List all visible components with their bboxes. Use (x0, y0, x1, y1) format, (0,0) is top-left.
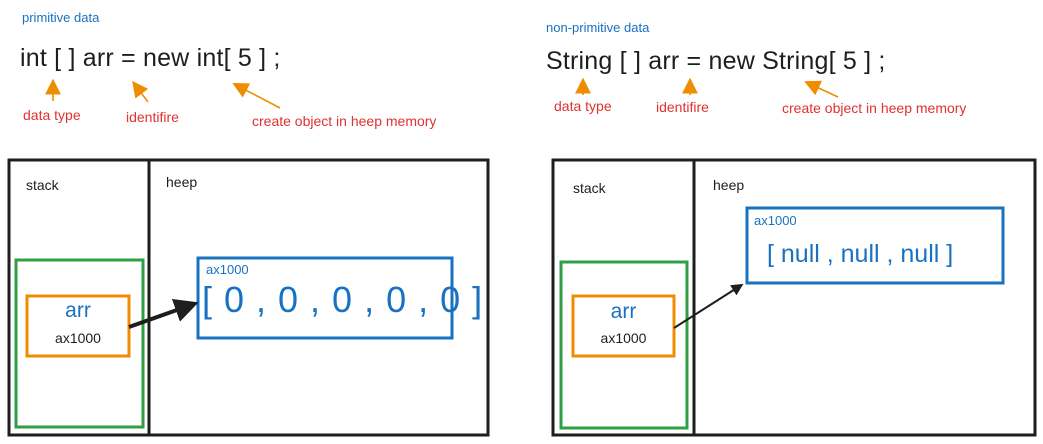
right-code-line: String [ ] arr = new String[ 5 ] ; (546, 47, 886, 75)
right-array-box (745, 206, 1005, 285)
left-reference-arrow (128, 299, 199, 329)
right-data-type-label: data type (554, 98, 612, 114)
left-array-box (196, 256, 454, 340)
left-identifier-label: identifire (126, 109, 179, 125)
left-heading: primitive data (22, 10, 100, 25)
left-variable-address: ax1000 (55, 330, 101, 346)
left-stack-frame (14, 258, 145, 429)
left-code-line: int [ ] arr = new int[ 5 ] ; (20, 44, 281, 72)
left-create-label: create object in heep memory (252, 113, 437, 129)
right-memory-frame (551, 158, 1037, 437)
left-array-address: ax1000 (206, 262, 249, 277)
left-memory-frame (7, 158, 490, 437)
left-identifier-arrow (132, 80, 149, 103)
left-variable-name: arr (65, 299, 91, 322)
right-stack-label: stack (573, 180, 606, 196)
right-array-address: ax1000 (754, 213, 797, 228)
left-stack-label: stack (26, 177, 59, 193)
right-identifier-label: identifire (656, 99, 709, 115)
right-variable-box (571, 294, 676, 358)
right-variable-name: arr (610, 300, 637, 323)
left-array-values: [ 0 , 0 , 0 , 0 , 0 ] (202, 279, 484, 320)
left-heap-label: heep (166, 174, 198, 190)
right-stack-frame (559, 260, 689, 430)
right-reference-arrow (673, 283, 744, 329)
left-create-arrow (232, 83, 281, 109)
right-variable-address: ax1000 (600, 330, 647, 346)
right-array-values: [ null , null , null ] (767, 240, 954, 268)
right-create-label: create object in heep memory (782, 100, 967, 116)
right-create-arrow (804, 80, 839, 98)
right-heap-label: heep (713, 177, 745, 193)
left-data-type-label: data type (23, 107, 81, 123)
right-heading: non-primitive data (546, 20, 650, 35)
